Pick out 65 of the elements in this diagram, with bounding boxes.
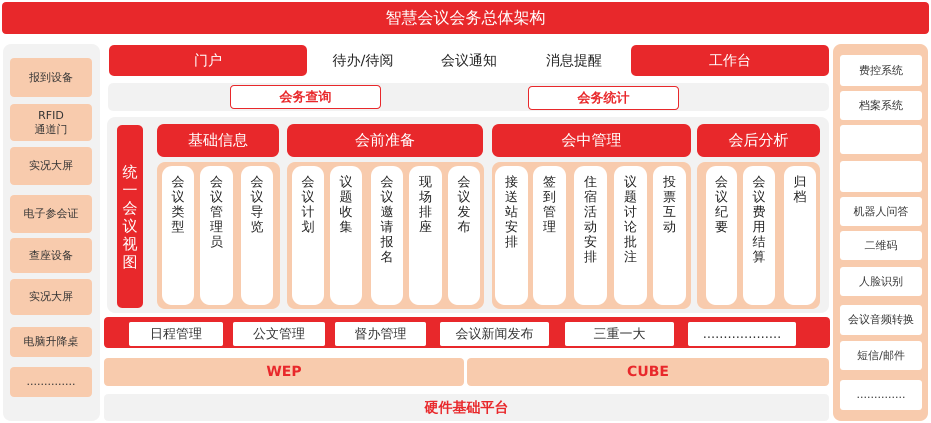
integration-panel bbox=[833, 44, 928, 421]
nav-label: 会议通知 bbox=[441, 52, 497, 70]
stage-header: 基础信息 bbox=[157, 124, 279, 157]
stage-panel bbox=[492, 162, 691, 309]
module-panel bbox=[107, 117, 829, 313]
device-card: 查座设备 bbox=[10, 238, 92, 273]
function-pill: 议题收集 bbox=[330, 166, 362, 305]
platform-band: CUBE bbox=[467, 358, 829, 386]
nav-tab: 工作台 bbox=[631, 45, 829, 76]
integration-card: .............. bbox=[840, 380, 922, 410]
stage-header: 会后分析 bbox=[697, 124, 820, 157]
function-pill: 会议导览 bbox=[241, 166, 273, 305]
nav-label: 待办/待阅 bbox=[332, 52, 394, 70]
device-card: 电脑升降桌 bbox=[10, 327, 92, 357]
function-pill: 签到管理 bbox=[533, 166, 566, 305]
function-button: 会务统计 bbox=[528, 86, 679, 110]
stage-panel bbox=[697, 162, 820, 309]
nav-tab: 门户 bbox=[109, 45, 307, 76]
service-tag: ................... bbox=[688, 322, 796, 346]
function-pill: 接送站安排 bbox=[495, 166, 528, 305]
function-pill: 会议类型 bbox=[162, 166, 194, 305]
platform-band: WEP bbox=[104, 358, 464, 386]
integration-card: 人脸识别 bbox=[840, 267, 922, 296]
device-card: 实况大屏 bbox=[10, 147, 92, 185]
function-button: 会务查询 bbox=[230, 85, 381, 109]
integration-card bbox=[840, 161, 922, 192]
integration-card: 档案系统 bbox=[840, 91, 922, 120]
function-pill: 会议邀请报名 bbox=[371, 166, 403, 305]
device-card: RFID 通道门 bbox=[10, 104, 92, 141]
stage-header: 会中管理 bbox=[492, 124, 691, 157]
stage-panel bbox=[157, 162, 280, 309]
integration-card: 短信/邮件 bbox=[840, 341, 922, 370]
service-tag: 督办管理 bbox=[335, 322, 426, 346]
function-pill: 住宿活动安排 bbox=[574, 166, 607, 305]
query-bar bbox=[108, 83, 829, 111]
function-pill: 议题讨论批注 bbox=[614, 166, 647, 305]
function-pill: 会议发布 bbox=[448, 166, 480, 305]
service-tag: 日程管理 bbox=[129, 322, 223, 346]
function-pill: 归档 bbox=[784, 166, 816, 305]
device-card: .............. bbox=[10, 367, 92, 397]
integration-card: 费控系统 bbox=[840, 55, 922, 86]
device-card: 电子参会证 bbox=[10, 195, 92, 233]
function-pill: 会议费用结算 bbox=[743, 166, 775, 305]
integration-card: 机器人问答 bbox=[840, 197, 922, 226]
title-banner: 智慧会议会务总体架构 bbox=[2, 2, 929, 34]
stage-panel bbox=[287, 162, 484, 309]
service-tag: 会议新闻发布 bbox=[440, 322, 549, 346]
service-tag: 三重一大 bbox=[565, 322, 674, 346]
device-card: 实况大屏 bbox=[10, 279, 92, 315]
device-card: 报到设备 bbox=[10, 58, 92, 97]
device-panel bbox=[3, 44, 100, 421]
integration-card bbox=[840, 125, 922, 154]
function-pill: 会议纪要 bbox=[706, 166, 737, 305]
nav-label: 消息提醒 bbox=[546, 52, 602, 70]
function-pill: 现场排座 bbox=[409, 166, 442, 305]
integration-card: 会议音频转换 bbox=[840, 305, 922, 335]
view-banner: 统一会议视图 bbox=[117, 125, 143, 308]
function-pill: 投票互动 bbox=[653, 166, 686, 305]
stage-header: 会前准备 bbox=[287, 124, 483, 157]
hardware-band: 硬件基础平台 bbox=[104, 394, 829, 421]
function-pill: 会议计划 bbox=[292, 166, 324, 305]
function-pill: 会议管理员 bbox=[200, 166, 233, 305]
service-band bbox=[104, 317, 830, 348]
integration-card: 二维码 bbox=[840, 231, 922, 260]
service-tag: 公文管理 bbox=[233, 322, 325, 346]
